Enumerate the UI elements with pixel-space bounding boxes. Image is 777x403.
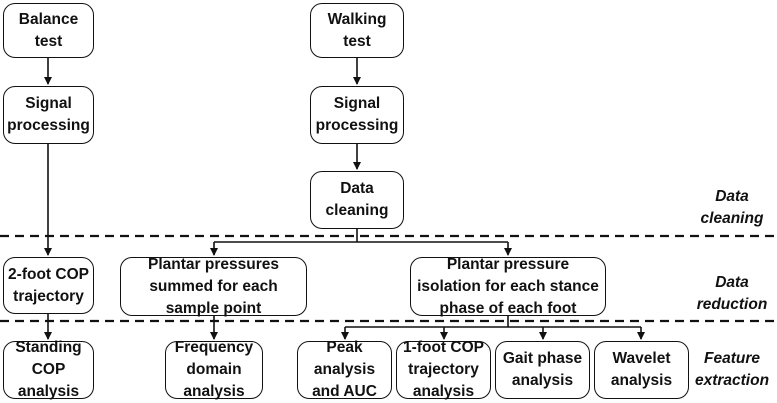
two-foot-cop-box: 2-foot COP trajectory — [3, 257, 94, 314]
data-cleaning-label: Data cleaning — [325, 180, 389, 219]
frequency-domain-label: Frequency domain analysis — [174, 339, 254, 400]
plantar-isolation-box: Plantar pressure isolation for each stan… — [410, 256, 606, 317]
balance-test-label: Balance test — [18, 10, 79, 50]
walking-test-box: Walking test — [310, 3, 404, 58]
peak-analysis-box: Peak analysis and AUC — [297, 339, 392, 400]
standing-cop-box: Standing COP analysis — [3, 339, 94, 400]
gait-phase-box: Gait phase analysis — [495, 341, 590, 399]
signal-processing-walking-box: Signal processing — [310, 86, 404, 144]
signal-processing-walking-label: Signal processing — [315, 95, 399, 134]
stage-label-data-reduction: Data reduction — [696, 274, 768, 313]
plantar-isolation-label: Plantar pressure isolation for each stan… — [417, 255, 599, 317]
one-foot-cop-label: 1-foot COP trajectory analysis — [403, 339, 484, 400]
standing-cop-label: Standing COP analysis — [15, 339, 82, 400]
peak-analysis-label: Peak analysis and AUC — [312, 339, 377, 400]
signal-processing-balance-label: Signal processing — [7, 95, 90, 134]
data-cleaning-box: Data cleaning — [310, 171, 404, 229]
plantar-summed-box: Plantar pressures summed for each sample… — [120, 256, 307, 317]
stage-label-feature-extraction: Feature extraction — [694, 350, 770, 389]
two-foot-cop-label: 2-foot COP trajectory — [8, 265, 89, 305]
signal-processing-balance-box: Signal processing — [3, 86, 94, 144]
plantar-summed-label: Plantar pressures summed for each sample… — [148, 255, 279, 317]
walking-test-label: Walking test — [327, 10, 387, 50]
wavelet-label: Wavelet analysis — [610, 350, 673, 389]
balance-test-box: Balance test — [3, 3, 94, 58]
wavelet-box: Wavelet analysis — [594, 341, 689, 399]
one-foot-cop-box: 1-foot COP trajectory analysis — [396, 339, 491, 400]
stage-label-data-cleaning: Data cleaning — [700, 188, 764, 227]
gait-phase-label: Gait phase analysis — [502, 350, 583, 389]
frequency-domain-box: Frequency domain analysis — [165, 339, 263, 400]
